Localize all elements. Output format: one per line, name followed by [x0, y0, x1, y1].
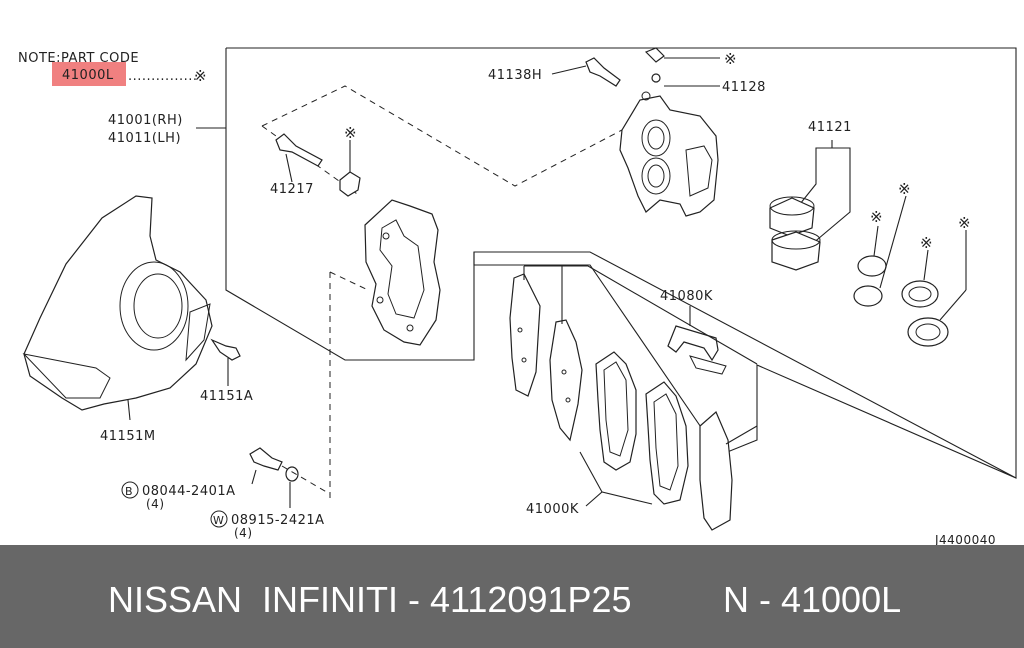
splash-plate: [22, 195, 213, 411]
parts-diagram: NOTE;PART CODE 41000L ............... ※ …: [18, 47, 1017, 545]
diagram-id: J4400040: [934, 533, 996, 545]
bleeder-41128: [644, 47, 720, 87]
mark-boot: ※: [344, 124, 357, 142]
dashed-frame-upper: [261, 85, 623, 187]
label-plate-41151m: 41151M: [100, 429, 156, 444]
footer-code: N - 41000L: [723, 579, 902, 620]
caliper-bolt-41138h: [585, 57, 621, 87]
pin-bolt-41217: [275, 133, 323, 167]
label-caliper-lh: 41011(LH): [108, 131, 181, 146]
footer-part-number: NISSAN INFINITI - 4112091P25: [108, 579, 632, 620]
label-bolt-code: 08044-2401A: [142, 484, 236, 499]
dust-boot-lower: [907, 317, 949, 347]
outer-shim-2: [549, 319, 583, 442]
label-washer-circle: W: [213, 514, 224, 527]
screw-41151a: [210, 338, 241, 361]
washer-circle-w: [210, 510, 228, 528]
brake-pad-inner: [595, 351, 637, 471]
label-washer-code: 08915-2421A: [231, 513, 325, 528]
washer: [285, 466, 299, 482]
mounting-bolt: [249, 447, 283, 471]
leader-piston: [799, 140, 833, 205]
mark-seal-a: ※: [870, 208, 883, 226]
piston-seal-upper: [857, 255, 887, 277]
label-caliper-rh: 41001(RH): [108, 113, 183, 128]
piston-lower: [771, 230, 821, 271]
label-pin-41217: 41217: [270, 182, 314, 197]
assembly-boundary-left: [225, 48, 475, 361]
mark-boot-b: ※: [958, 214, 971, 232]
piston-upper: [769, 196, 815, 237]
label-pad-41000k: 41000K: [526, 502, 579, 517]
pin-boot: [339, 140, 361, 197]
footer-banner: NISSAN INFINITI - 4112091P25 N - 41000L: [0, 545, 1024, 648]
label-washer-qty: (4): [234, 526, 253, 540]
leader-pad-bottom: [585, 491, 653, 507]
label-shim-41080k: 41080K: [660, 289, 713, 304]
dust-boot-upper: [901, 280, 939, 308]
label-bolt-circle: B: [125, 485, 133, 498]
outer-shim-3: [699, 411, 733, 531]
note-leader: ...............: [128, 69, 198, 84]
torque-member: [364, 199, 441, 346]
outer-shim-1: [509, 273, 541, 397]
mark-bleeder-cap: ※: [724, 50, 737, 68]
mark-boot-a: ※: [920, 234, 933, 252]
label-screw-41151a: 41151A: [200, 389, 253, 404]
brake-pad-outer: [645, 381, 689, 505]
label-piston-41121: 41121: [808, 120, 852, 135]
label-bleeder-41128: 41128: [722, 80, 766, 95]
bolt-circle-b: [121, 481, 139, 499]
piston-seal-lower: [853, 285, 883, 307]
mark-seal-b: ※: [898, 180, 911, 198]
label-bolt-41138h: 41138H: [488, 68, 542, 83]
shim-clips: [667, 325, 727, 375]
label-bolt-qty: (4): [146, 497, 165, 511]
note-code-highlight: [52, 62, 126, 86]
note-code: 41000L: [62, 68, 114, 83]
caliper-body: [619, 91, 719, 217]
note-mark: ※: [194, 67, 207, 85]
